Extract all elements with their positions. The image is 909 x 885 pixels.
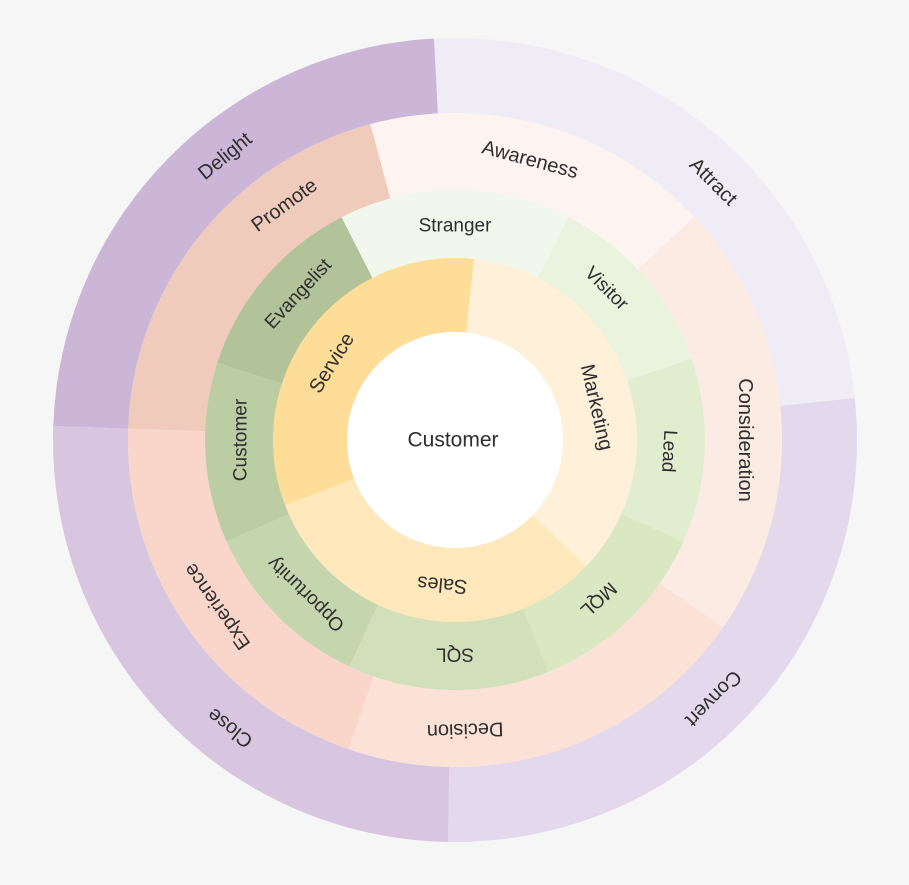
lifecycle-stages-segment-mql (522, 513, 684, 672)
lifecycle-stages-segment-stranger (341, 189, 569, 280)
lifecycle-stages-label-stranger: Stranger (419, 216, 493, 237)
lifecycle-stages-segment-opportunity (226, 513, 379, 667)
buyer-journey-label-decision: Decision (426, 717, 503, 742)
center-circle (347, 332, 563, 548)
lifecycle-ring: StrangerVisitorLeadMQLSQLOpportunityCust… (204, 189, 706, 691)
lifecycle-stages-label-sql: SQL (436, 644, 474, 665)
teams-label-sales: Sales (416, 571, 468, 597)
lifecycle-stages-label-customer: Customer (231, 398, 252, 481)
lifecycle-stages-segment-evangelist (217, 217, 374, 385)
lifecycle-stages-segment-visitor (536, 217, 692, 382)
stages-segment-close (53, 425, 450, 842)
stages-segment-attract (433, 38, 855, 406)
buyer-journey-segment-consideration (637, 216, 782, 628)
lifecycle-stages-segment-sql (349, 603, 549, 691)
lifecycle-stages-segment-customer (204, 362, 291, 542)
teams-segment-service (273, 257, 475, 506)
buyer-journey-label-consideration: Consideration (734, 378, 756, 501)
center-label: Customer (407, 429, 498, 452)
buyer-journey-segment-awareness (370, 113, 695, 270)
buyer-journey-segment-promote (128, 124, 391, 432)
lifecycle-stages-segment-lead (619, 358, 706, 542)
buyer-journey-segment-experience (128, 428, 374, 750)
stages-segment-convert (447, 397, 857, 842)
buyer-journey-segment-decision (348, 583, 723, 767)
center-hub: Customer (347, 332, 563, 548)
buyer-journey-ring: AwarenessConsiderationDecisionExperience… (128, 113, 782, 767)
lifecycle-stages-label-lead: Lead (657, 430, 680, 473)
teams-segment-marketing (466, 258, 638, 567)
stages-segment-delight (53, 38, 438, 429)
teams-segment-sales (285, 478, 586, 623)
